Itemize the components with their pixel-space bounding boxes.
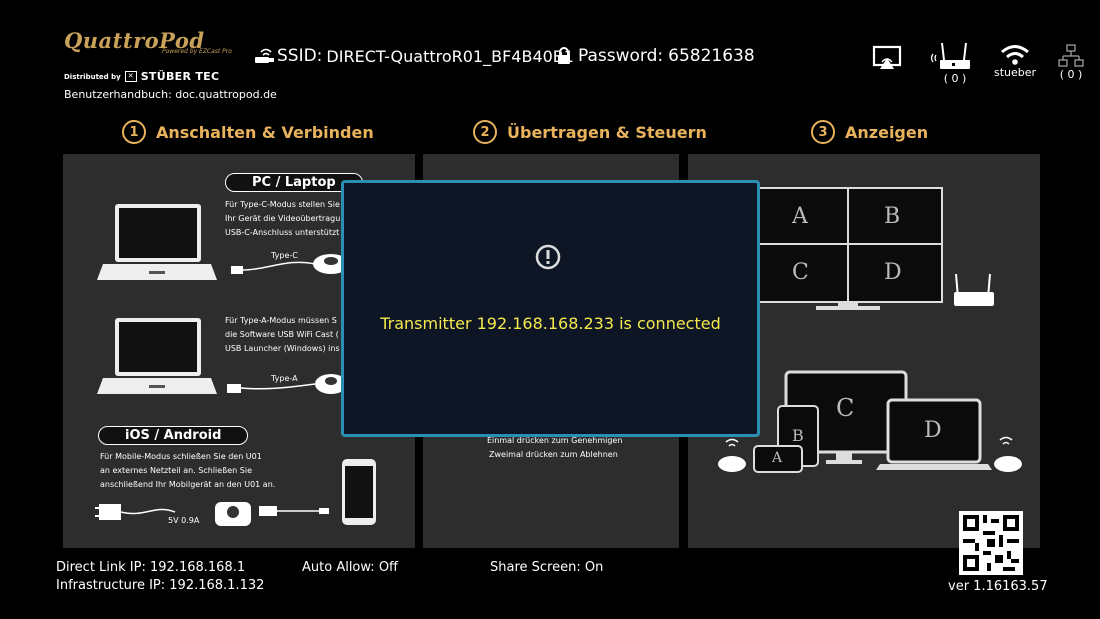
wifi-icon (1001, 45, 1029, 65)
airplay-status (872, 45, 902, 71)
step-2: 2 Übertragen & Steuern (473, 120, 707, 144)
step-label: Anschalten & Verbinden (156, 122, 374, 142)
step-label: Anzeigen (845, 122, 929, 142)
direct-link-ip: Direct Link IP: 192.168.168.1 (56, 560, 246, 575)
infrastructure-ip: Infrastructure IP: 192.168.1.132 (56, 578, 265, 593)
wifi-dongle-icon (255, 48, 274, 63)
lock-icon (558, 47, 570, 64)
typec-line: USB-C-Anschluss unterstützt (225, 228, 340, 237)
smartphone-illustration (342, 459, 376, 525)
mobile-setup-illustration (95, 502, 329, 526)
device-label-d: D (924, 418, 942, 443)
device-label-b: B (792, 426, 804, 445)
typea-description: Für Type-A-Modus müssen S die Software U… (225, 314, 340, 356)
lan-icon (1058, 44, 1084, 67)
laptop-typec-illustration (97, 204, 217, 280)
distributor-line: Distributed by ✕ STÜBER TEC (64, 70, 219, 83)
typea-line: die Software USB WiFi Cast ( (225, 330, 339, 339)
distributor-name: STÜBER TEC (140, 70, 220, 83)
step-1: 1 Anschalten & Verbinden (122, 120, 374, 144)
router-count: ( 0 ) (943, 72, 967, 85)
power-label: 5V 0.9A (168, 516, 200, 525)
laptop-typea-illustration (97, 318, 217, 394)
router-status: ( 0 ) (928, 40, 972, 85)
version-label: ver 1.16163.57 (948, 579, 1048, 594)
wifi-status: stueber (994, 44, 1036, 79)
stueber-logo-icon: ✕ (124, 71, 137, 82)
lan-count: ( 0 ) (1059, 68, 1083, 81)
quad-label-a: A (792, 204, 808, 229)
ssid-label: SSID: (277, 46, 323, 66)
connection-message: Transmitter 192.168.168.233 is connected (380, 314, 721, 333)
typec-cable-illustration (231, 254, 347, 274)
typec-description: Für Type-C-Modus stellen Sie Ihr Gerät d… (225, 198, 340, 240)
router-icon (930, 42, 970, 69)
reject-instruction: Zweimal drücken zum Ablehnen (489, 450, 618, 459)
ssid-info: SSID: DIRECT-QuattroR01_BF4B40B1 (253, 43, 574, 69)
mobile-line: anschließend Ihr Mobilgerät an den U01 a… (100, 480, 276, 489)
distributed-by-label: Distributed by (64, 72, 121, 81)
step-3: 3 Anzeigen (811, 120, 928, 144)
mobile-description: Für Mobile-Modus schließen Sie den U01 a… (100, 450, 275, 492)
mobile-line: Für Mobile-Modus schließen Sie den U01 (100, 452, 262, 461)
wifi-name: stueber (994, 66, 1037, 79)
auto-allow-status: Auto Allow: Off (302, 560, 399, 575)
typec-label: Type-C (271, 251, 298, 260)
ios-android-title: iOS / Android (98, 426, 249, 445)
quattropod-logo: QuattroPod (64, 28, 205, 53)
password-label: Password: (578, 46, 664, 66)
password-info: Password: 65821638 (556, 43, 755, 69)
typec-line: Für Type-C-Modus stellen Sie (225, 200, 340, 209)
step-number: 3 (811, 120, 835, 144)
device-label-c: C (836, 394, 855, 422)
ssid-value: DIRECT-QuattroR01_BF4B40B1 (326, 46, 574, 66)
manual-link: Benutzerhandbuch: doc.quattropod.de (64, 88, 277, 101)
quad-label-c: C (792, 260, 809, 285)
step-number: 1 (122, 120, 146, 144)
typea-line: Für Type-A-Modus müssen S (225, 316, 337, 325)
powered-by-text: Powered by EZCast Pro (162, 48, 232, 55)
share-screen-status: Share Screen: On (490, 560, 604, 575)
step-number: 2 (473, 120, 497, 144)
step-label: Übertragen & Steuern (507, 122, 707, 142)
typea-line: USB Launcher (Windows) ins (225, 344, 340, 353)
password-value: 65821638 (668, 46, 755, 66)
airplay-icon (872, 45, 902, 69)
connection-dialog: Transmitter 192.168.168.233 is connected (341, 180, 760, 437)
quad-label-d: D (884, 260, 902, 285)
typea-label: Type-A (271, 374, 298, 383)
qr-code (959, 511, 1023, 575)
lan-status: ( 0 ) (1058, 44, 1084, 81)
device-label-a: A (772, 450, 783, 466)
quad-label-b: B (884, 204, 901, 229)
typea-cable-illustration (227, 374, 347, 394)
alert-icon (535, 244, 561, 270)
approve-instruction: Einmal drücken zum Genehmigen (487, 436, 623, 445)
display-illustration (718, 187, 1022, 473)
typec-line: Ihr Gerät die Videoübertragu (225, 214, 341, 223)
mobile-line: an externes Netzteil an. Schließen Sie (100, 466, 252, 475)
